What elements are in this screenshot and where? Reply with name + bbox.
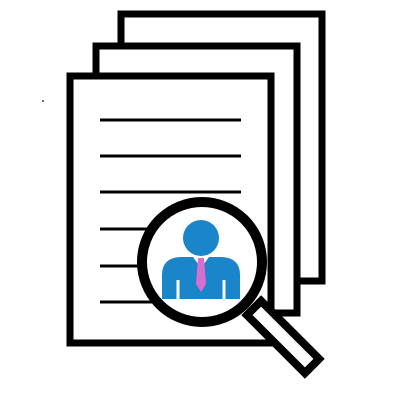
magnifier-handle: [241, 295, 325, 379]
magnifying-glass-icon: [137, 197, 325, 379]
stray-dot: [42, 100, 44, 102]
user-head: [183, 220, 219, 256]
user-icon: [162, 220, 240, 299]
user-tie: [196, 258, 206, 292]
